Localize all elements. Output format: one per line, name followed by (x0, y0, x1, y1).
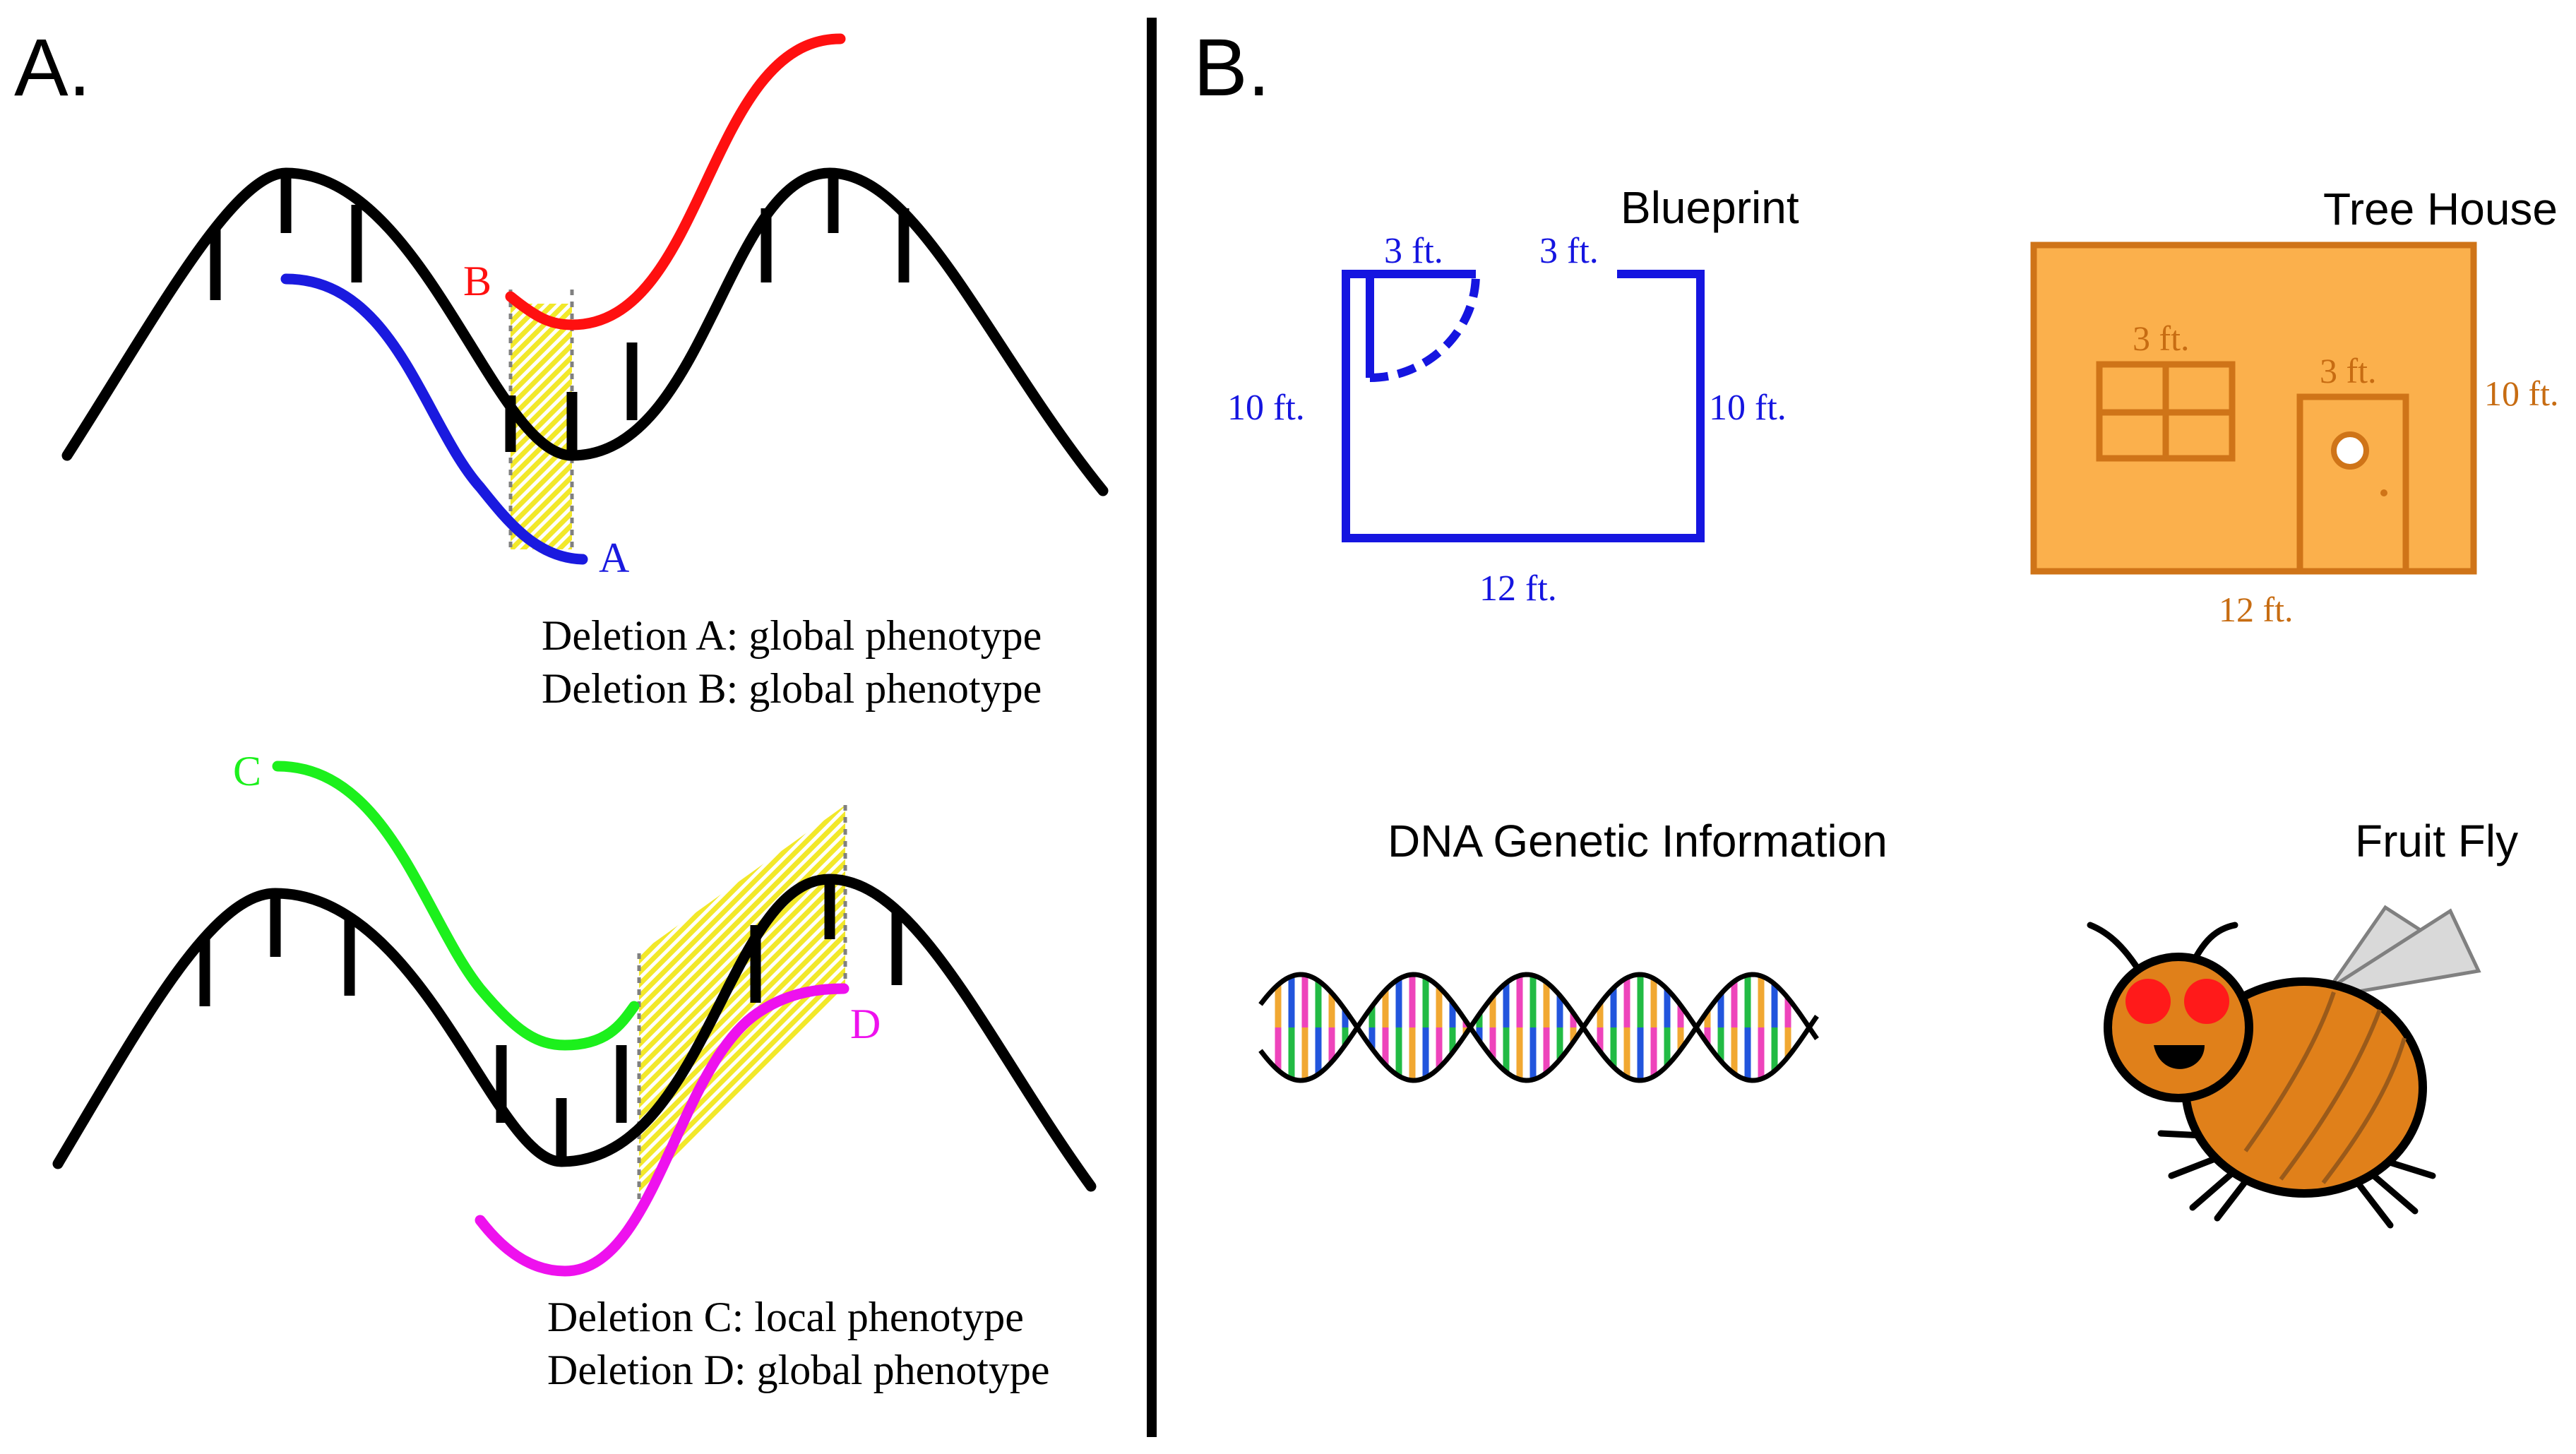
tree-house-dim-window: 3 ft. (2133, 318, 2190, 358)
fly-eye-right (2184, 979, 2229, 1024)
blueprint-dim-right: 10 ft. (1709, 388, 1787, 428)
fly-head (2104, 953, 2253, 1102)
chromosome-ticks-top (210, 173, 910, 452)
dna-strand-2 (1258, 972, 1819, 1083)
blueprint: Blueprint 3 ft. 3 ft. 10 ft. 10 ft. 12 f… (1227, 182, 1799, 609)
dna-title: DNA Genetic Information (1388, 816, 1888, 866)
dna-base-pairs (1275, 975, 1791, 1080)
chromosome-curve-bottom (52, 874, 1097, 1192)
top-landscape: A B Deletion A: global phenotype Deletio… (61, 33, 1109, 712)
deletion-a-label: A (599, 535, 629, 581)
tree-house-window (2096, 361, 2236, 462)
deletion-c-label: C (233, 748, 261, 794)
tree-house-dim-door: 3 ft. (2320, 351, 2377, 391)
blueprint-dim-left: 10 ft. (1227, 388, 1305, 428)
tree-house-door (2296, 393, 2409, 575)
door-peephole (2331, 431, 2369, 470)
blueprint-dim-bottom: 12 ft. (1479, 568, 1557, 609)
panel-b-label: B. (1193, 23, 1270, 113)
fruit-fly-title: Fruit Fly (2355, 816, 2518, 866)
fly-mouth (2154, 1045, 2205, 1069)
blueprint-walls (1342, 270, 1705, 542)
top-caption-line-2: Deletion B: global phenotype (542, 665, 1042, 712)
fly-body-stripes (2243, 991, 2407, 1184)
dna: DNA Genetic Information (1258, 816, 1888, 1083)
fly-wing-front (2311, 908, 2481, 1001)
deletion-d-region-hatch (639, 805, 845, 1197)
panel-a-label: A. (14, 23, 91, 113)
panel-a: A. A B Deletion A: global phen (14, 23, 1109, 1393)
deletion-c-curve (272, 761, 640, 1051)
deletion-b-label: B (463, 258, 491, 304)
tree-house-dim-bottom: 12 ft. (2219, 590, 2294, 629)
chromosome-curve-top (61, 167, 1109, 496)
tree-house: Tree House 3 ft. 3 ft. 10 ft. 12 ft. (2030, 184, 2559, 629)
fruit-fly: Fruit Fly (2087, 816, 2518, 1229)
blueprint-dim-top-right: 3 ft. (1539, 231, 1599, 271)
chromosome-ticks-bottom (199, 879, 902, 1158)
bottom-landscape: C D Deletion C: local phenotype Deletion… (52, 748, 1097, 1393)
bottom-caption-line-2: Deletion D: global phenotype (547, 1347, 1050, 1393)
blueprint-door-swing (1369, 273, 1480, 382)
deletion-d-label: D (850, 1001, 881, 1047)
blueprint-dim-top-left: 3 ft. (1384, 231, 1443, 271)
dna-strand-1 (1258, 972, 1819, 1083)
panel-divider (1147, 18, 1157, 1437)
deletion-a-b-overlap-hatch (511, 304, 572, 549)
bottom-caption-line-1: Deletion C: local phenotype (547, 1294, 1024, 1340)
panel-b: B. Blueprint 3 ft. 3 ft. 10 ft. 10 ft. 1… (1193, 23, 2559, 1229)
tree-house-title: Tree House (2323, 184, 2558, 234)
deletion-b-curve (505, 33, 846, 330)
deletion-a-curve (280, 273, 588, 565)
fly-eye-left (2125, 979, 2171, 1024)
door-knob (2380, 489, 2387, 496)
top-caption-line-1: Deletion A: global phenotype (542, 612, 1042, 659)
tree-house-wall (2030, 242, 2477, 575)
blueprint-title: Blueprint (1621, 182, 1799, 233)
tree-house-dim-right: 10 ft. (2484, 374, 2559, 413)
deletion-d-curve (475, 983, 849, 1277)
